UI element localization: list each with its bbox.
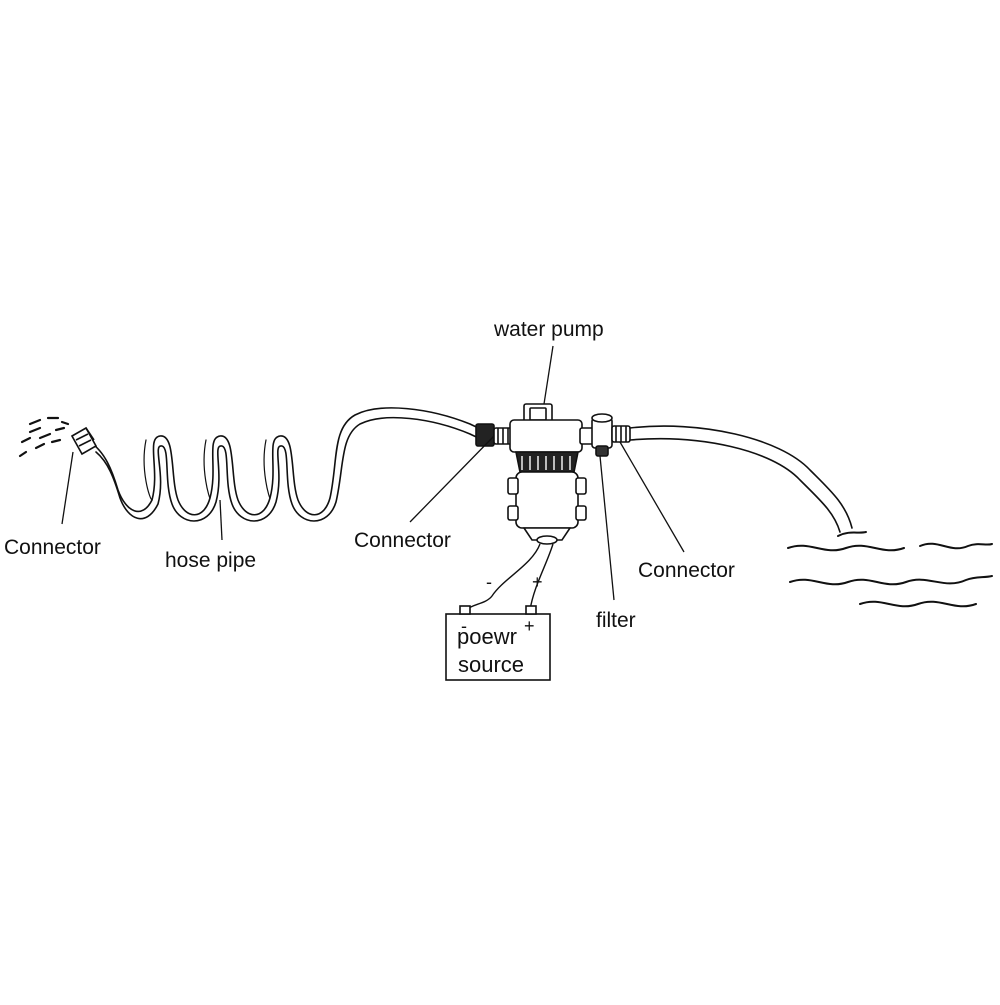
hose-coil-outer <box>89 407 489 516</box>
label-connector-middle: Connector <box>354 529 451 552</box>
spray-droplets <box>18 416 70 458</box>
battery-positive-terminal: + <box>524 616 535 636</box>
label-connector-right: Connector <box>638 559 735 582</box>
leader-lines <box>61 345 685 601</box>
water-waves-icon <box>787 531 993 608</box>
spray-nozzle-icon <box>70 426 98 456</box>
hose-coil-inner <box>95 416 489 522</box>
label-hose-pipe: hose pipe <box>165 549 256 572</box>
power-wires <box>465 543 554 611</box>
power-source-label-line1: poewr <box>457 624 517 649</box>
hose-pipe <box>89 407 489 522</box>
battery-negative-terminal: - <box>461 616 467 636</box>
label-connector-left: Connector <box>4 536 101 559</box>
wire-positive-sign: + <box>532 572 543 592</box>
label-water-pump: water pump <box>493 318 604 341</box>
label-filter: filter <box>596 609 636 632</box>
water-pump-icon <box>475 403 631 545</box>
battery-icon <box>445 605 551 681</box>
power-source-label-line2: source <box>458 652 524 677</box>
wire-negative-sign: - <box>486 572 492 592</box>
intake-hose <box>629 425 853 533</box>
